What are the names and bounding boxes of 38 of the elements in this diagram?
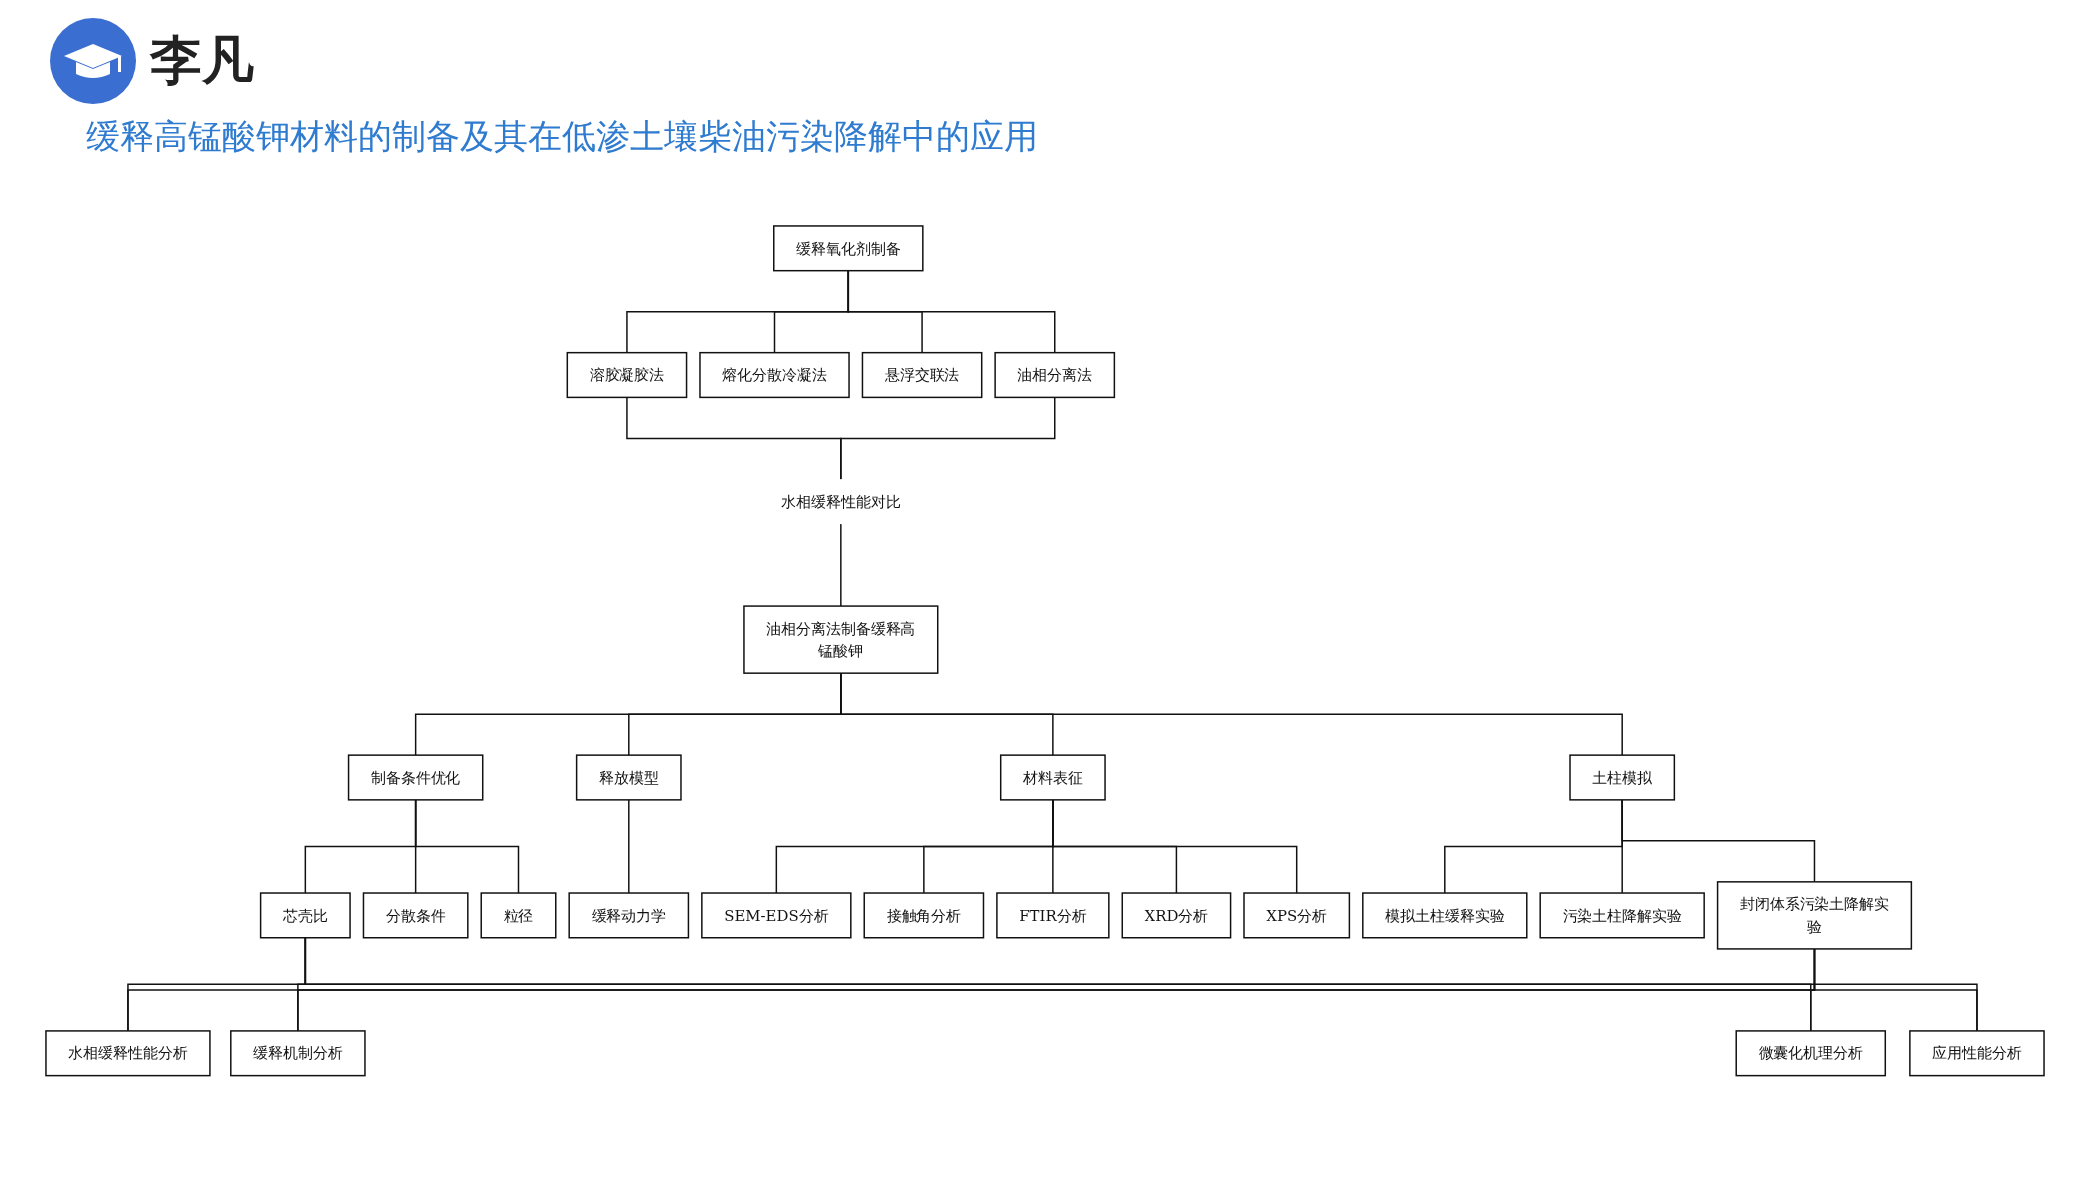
node-box: 材料表征 [999, 754, 1106, 801]
connector [628, 799, 630, 894]
connector [840, 672, 1623, 756]
node-box: 分散条件 [362, 892, 469, 939]
node-box: 微囊化机理分析 [1735, 1030, 1887, 1077]
connector [1052, 799, 1298, 894]
node-box: 熔化分散冷凝法 [699, 351, 850, 399]
node-box: 水相缓释性能分析 [45, 1030, 211, 1077]
node-box: 油相分离法 [994, 351, 1116, 399]
connector [1621, 799, 1816, 883]
node-box: 污染土柱降解实验 [1539, 892, 1705, 939]
author-name: 李凡 [150, 30, 254, 90]
node-box: 模拟土柱缓释实验 [1362, 892, 1528, 939]
connector [847, 269, 1056, 354]
connector [414, 799, 520, 894]
node-box: 油相分离法制备缓释高锰酸钾 [743, 605, 939, 674]
node-box: 土柱模拟 [1569, 754, 1676, 801]
title: 缓释高锰酸钾材料的制备及其在低渗土壤柴油污染降解中的应用 [85, 115, 1039, 158]
connector [1813, 948, 1978, 1032]
node-box: 溶胶凝胶法 [566, 351, 688, 399]
node-box: 接触角分析 [863, 892, 985, 939]
node-text: 水相缓释性能对比 [781, 492, 901, 511]
node-box: 释放模型 [575, 754, 682, 801]
node-box: 悬浮交联法 [861, 351, 983, 399]
node-box: 缓释机制分析 [230, 1030, 366, 1077]
connector [840, 396, 1056, 481]
node-box: XPS分析 [1243, 892, 1351, 939]
node-box: 缓释动力学 [568, 892, 690, 939]
node-box: 粒径 [480, 892, 557, 939]
node-box: 缓释氧化剂制备 [773, 225, 924, 272]
node-box: 芯壳比 [259, 892, 351, 939]
node-box: XRD分析 [1121, 892, 1232, 939]
node-box: FTIR分析 [996, 892, 1110, 939]
node-box: 制备条件优化 [347, 754, 484, 801]
node-box: 封闭体系污染土降解实验 [1716, 881, 1913, 950]
node-box: SEM-EDS分析 [701, 892, 852, 939]
node-box: 应用性能分析 [1909, 1030, 2045, 1077]
connector [840, 523, 842, 607]
